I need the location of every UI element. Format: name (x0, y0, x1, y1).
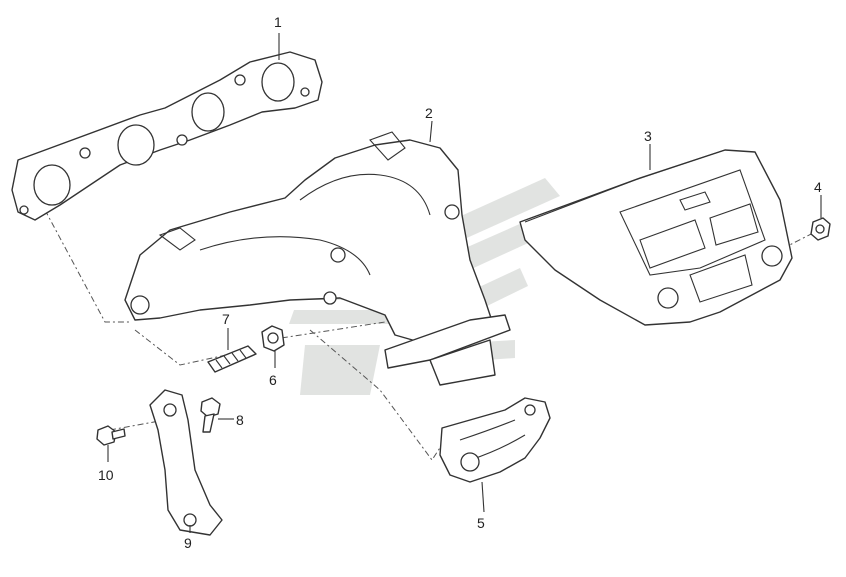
callout-2: 2 (425, 105, 433, 121)
gasket-part (11, 51, 323, 221)
callout-6: 6 (269, 372, 277, 388)
callout-labels: 1 2 3 4 5 6 7 8 9 10 (98, 14, 822, 551)
stud-7-part (207, 345, 257, 373)
bolt-10-part (96, 425, 126, 446)
assembly-lines (44, 209, 816, 461)
callout-3: 3 (644, 128, 652, 144)
bolt-8-part (200, 397, 221, 433)
callout-7: 7 (222, 311, 230, 327)
lower-shield-part (439, 397, 551, 483)
nut-6-part (261, 325, 285, 352)
callout-8: 8 (236, 412, 244, 428)
exhaust-manifold-part (124, 131, 511, 386)
nut-4-part (810, 217, 831, 241)
bracket-part (149, 389, 223, 536)
callout-leaders (107, 33, 822, 533)
callout-9: 9 (184, 535, 192, 551)
heat-shield-part (519, 149, 793, 326)
callout-10: 10 (98, 467, 114, 483)
callout-1: 1 (274, 14, 282, 30)
callout-4: 4 (814, 179, 822, 195)
callout-5: 5 (477, 515, 485, 531)
